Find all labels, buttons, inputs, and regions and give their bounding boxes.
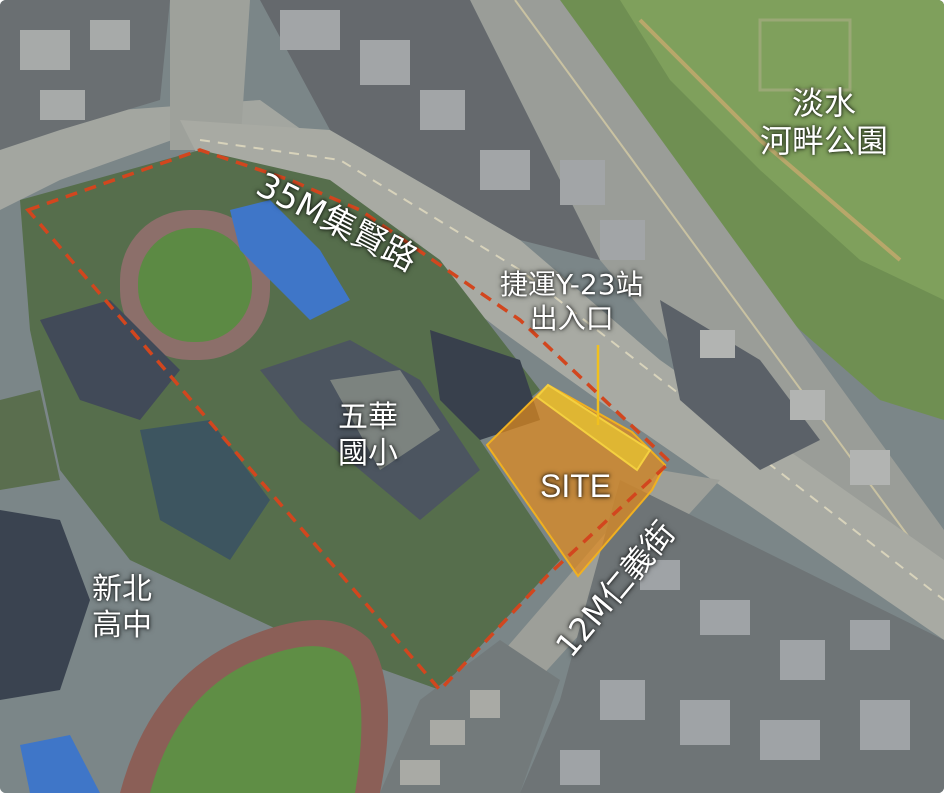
school-courtyard — [330, 370, 440, 470]
park-label: 淡水 河畔公園 — [760, 84, 888, 161]
basketball-courts — [230, 200, 350, 320]
track-south-field — [150, 646, 362, 793]
expressway-lane — [514, 0, 944, 586]
park-label-line2: 河畔公園 — [760, 122, 889, 161]
park-lawn — [620, 0, 944, 300]
primary-school-label: 五華 國小 — [338, 400, 398, 472]
site-label: SITE — [540, 468, 612, 504]
solar-roof — [430, 330, 540, 440]
metro-label-line1: 捷運Y-23站 — [500, 268, 644, 301]
park-label-line1: 淡水 — [792, 84, 857, 122]
basketball-courts-south — [20, 735, 100, 793]
high-school-building — [0, 510, 90, 700]
gym-roof — [140, 420, 270, 560]
building-west — [40, 300, 180, 420]
rooftops-n — [280, 10, 645, 260]
rooftops-east — [700, 330, 890, 485]
high-school-label-line1: 新北 — [92, 572, 152, 607]
metro-label: 捷運Y-23站 出入口 — [500, 268, 644, 335]
school-boundary — [25, 148, 673, 693]
rooftops-se — [560, 560, 910, 785]
rooftops-s — [400, 690, 500, 785]
high-school-green — [0, 390, 60, 490]
primary-school-label-line1: 五華 — [338, 400, 398, 435]
primary-school-label-line2: 國小 — [338, 436, 398, 471]
rooftops-nw — [20, 20, 130, 120]
track-north-field — [138, 228, 252, 342]
metro-label-line2: 出入口 — [529, 301, 614, 335]
metro-entrance-area — [535, 383, 652, 472]
park-path — [638, 18, 902, 262]
road-north — [170, 0, 250, 150]
high-school-label-line2: 高中 — [92, 608, 152, 643]
park-field — [758, 18, 852, 92]
high-school-label: 新北 高中 — [92, 572, 152, 644]
